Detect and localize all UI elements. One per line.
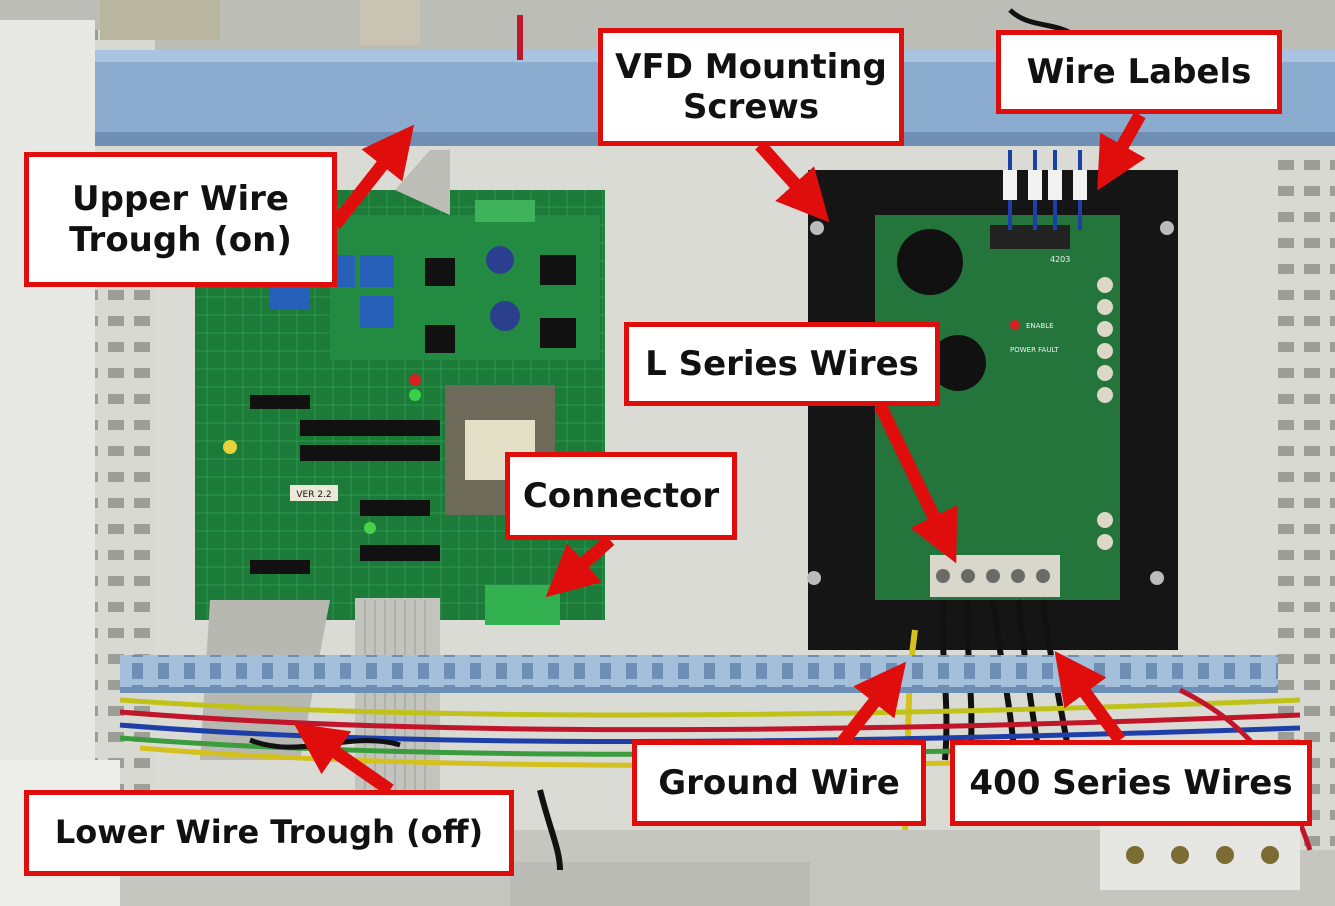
- lower-wire-trough: [120, 655, 1278, 687]
- callout-connector-text: Connector: [522, 475, 720, 516]
- bottom-din-terminals: [510, 862, 810, 906]
- power-fault-label: POWER FAULT: [1010, 346, 1059, 354]
- vfd-model-label: 4203: [1050, 255, 1070, 264]
- callout-l-series-wires: L Series Wires: [624, 322, 940, 406]
- callout-upper-line2: Trough (on): [69, 219, 292, 260]
- callout-wire-labels-text: Wire Labels: [1026, 51, 1252, 92]
- callout-vfd-line1: VFD Mounting: [615, 46, 887, 87]
- vfd-capacitor: [897, 229, 963, 295]
- callout-connector: Connector: [505, 452, 737, 540]
- top-ribbon-cable: [395, 150, 450, 215]
- right-vertical-duct: [1278, 150, 1335, 850]
- callout-l-series-text: L Series Wires: [645, 343, 919, 384]
- callout-ground-wire: Ground Wire: [632, 740, 926, 826]
- arrow-400-series: [1054, 651, 1126, 744]
- version-label: VER 2.2: [296, 490, 331, 500]
- callout-wire-labels: Wire Labels: [996, 30, 1282, 114]
- callout-lower-wire-trough: Lower Wire Trough (off): [24, 790, 514, 876]
- arrow-upper-trough: [329, 124, 415, 230]
- callout-lower-trough-text: Lower Wire Trough (off): [54, 813, 484, 852]
- arrow-connector: [545, 535, 615, 598]
- arrow-lower-trough: [293, 723, 394, 796]
- green-connector: [485, 585, 560, 625]
- callout-400-series-text: 400 Series Wires: [969, 762, 1293, 803]
- callout-vfd-mounting-screws: VFD Mounting Screws: [598, 28, 904, 146]
- enable-led-label: ENABLE: [1026, 322, 1054, 330]
- callout-upper-wire-trough: Upper Wire Trough (on): [24, 152, 337, 287]
- callout-vfd-line2: Screws: [682, 87, 820, 127]
- arrow-wire-labels: [1097, 111, 1146, 191]
- arrow-l-series: [874, 402, 958, 564]
- callout-upper-line1: Upper Wire: [72, 179, 289, 220]
- callout-400-series-wires: 400 Series Wires: [950, 740, 1312, 826]
- arrow-vfd-screws: [755, 140, 830, 223]
- vfd-screw: [810, 221, 824, 235]
- callout-ground-wire-text: Ground Wire: [658, 762, 900, 803]
